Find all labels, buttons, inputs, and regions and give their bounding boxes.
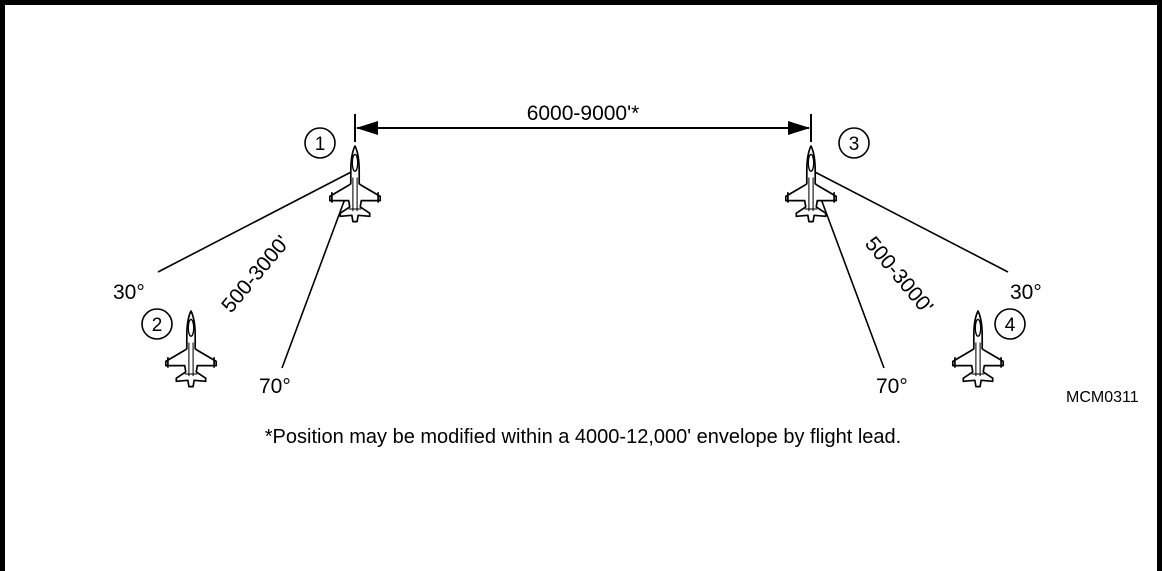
- number-badge: [304, 127, 336, 159]
- aircraft-4: 4: [951, 308, 1026, 388]
- jet-icon: [328, 145, 382, 223]
- right-30-degree-line: [810, 169, 1009, 273]
- number-badge: [838, 127, 870, 159]
- aircraft-number: 2: [152, 315, 163, 336]
- aircraft-3: 3: [784, 127, 870, 223]
- jet-icon: [784, 145, 838, 223]
- left-70-degree-line: [281, 179, 353, 369]
- left-element-geometry: 30° 70° 500-3000': [113, 169, 356, 398]
- number-badge: [994, 308, 1026, 340]
- right-70-degree-line: [813, 179, 885, 369]
- aircraft-2: 2: [141, 308, 218, 388]
- aircraft-number: 3: [849, 134, 860, 155]
- left-range-label: 500-3000': [217, 231, 294, 317]
- right-element-geometry: 30° 70° 500-3000': [810, 169, 1042, 398]
- jet-icon: [164, 310, 218, 388]
- aircraft-1: 1: [304, 127, 382, 223]
- aircraft-number: 1: [315, 134, 326, 155]
- right-outer-angle-label: 30°: [1010, 281, 1042, 304]
- left-inner-angle-label: 70°: [259, 375, 291, 398]
- left-30-degree-line: [157, 169, 356, 273]
- right-inner-angle-label: 70°: [876, 375, 908, 398]
- number-badge: [141, 308, 173, 340]
- left-outer-angle-label: 30°: [113, 281, 145, 304]
- right-range-label: 500-3000': [860, 232, 937, 318]
- footnote: *Position may be modified within a 4000-…: [265, 426, 901, 448]
- distance-label: 6000-9000'*: [527, 102, 640, 125]
- aircraft-number: 4: [1005, 315, 1016, 336]
- figure-id: MCM0311: [1066, 389, 1139, 406]
- distance-dimension: 6000-9000'*: [354, 102, 812, 142]
